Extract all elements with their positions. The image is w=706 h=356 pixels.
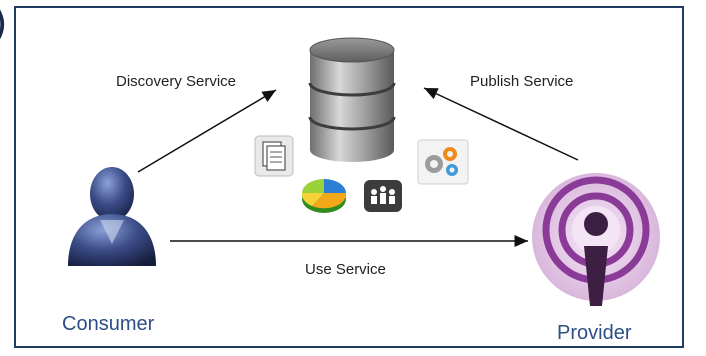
consumer-label: Consumer — [62, 313, 155, 335]
use-service-label: Use Service — [305, 261, 386, 278]
provider-label: Provider — [557, 322, 632, 344]
pie-chart-icon — [301, 179, 347, 213]
provider-podcast-icon — [532, 173, 660, 306]
cropped-paren: ) — [0, 4, 8, 44]
discovery-arrow — [137, 89, 277, 173]
publish-arrow — [423, 87, 579, 161]
publish-service-label: Publish Service — [470, 73, 574, 90]
gears-icon — [417, 139, 469, 185]
consumer-person-icon — [68, 167, 156, 266]
network-icon — [364, 180, 402, 212]
database-icon — [308, 37, 396, 162]
document-icon — [254, 135, 294, 177]
discovery-service-label: Discovery Service — [116, 73, 237, 90]
